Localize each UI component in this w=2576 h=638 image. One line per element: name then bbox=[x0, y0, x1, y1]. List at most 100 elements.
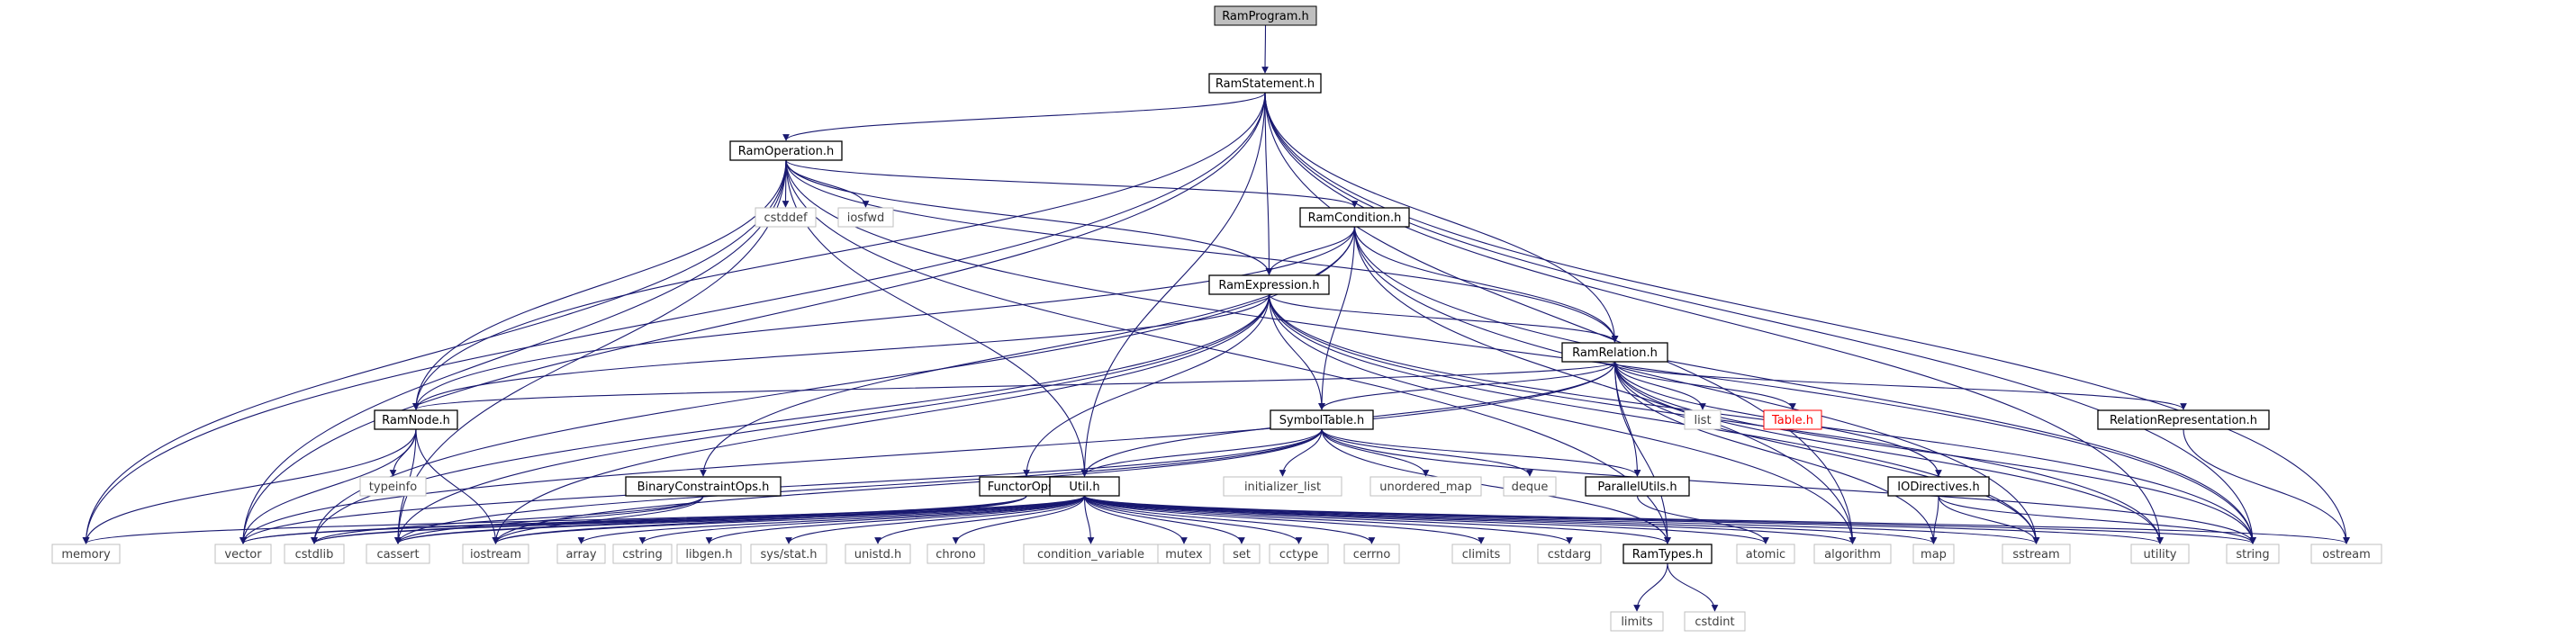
node-symboltable-h[interactable]: SymbolTable.h bbox=[1270, 409, 1374, 430]
edge-ramexpression-to-ramnode bbox=[412, 293, 1270, 410]
edge-ramoperation-to-ramcondition bbox=[785, 159, 1359, 208]
node-iosfwd: iosfwd bbox=[837, 207, 894, 228]
node-box-cstdarg bbox=[1537, 544, 1602, 564]
node-box-climits bbox=[1451, 544, 1511, 564]
node-label-ramexpression-h: RamExpression.h bbox=[1218, 279, 1319, 292]
node-util-h[interactable]: Util.h bbox=[1049, 476, 1120, 497]
node-label-string: string bbox=[2236, 548, 2269, 562]
edge-util-to-cerrno bbox=[1083, 495, 1376, 544]
node-cstring: cstring bbox=[612, 544, 673, 564]
edge-util-to-cstdlib bbox=[311, 495, 1086, 544]
node-box-mutex bbox=[1157, 544, 1211, 564]
nodes-layer: RamProgram.hRamStatement.hRamOperation.h… bbox=[51, 5, 2382, 632]
edge-ramcondition-to-sstream bbox=[1353, 226, 2040, 544]
node-label-atomic: atomic bbox=[1746, 548, 1785, 562]
edge-ramstatement-to-ostream bbox=[1264, 92, 2350, 544]
edge-symboltable-to-iostream bbox=[492, 428, 1323, 544]
node-chrono: chrono bbox=[926, 544, 985, 564]
node-label-ramstatement-h: RamStatement.h bbox=[1216, 77, 1315, 91]
node-label-functorops-h: FunctorOps.h bbox=[988, 481, 1065, 494]
node-box-cstring bbox=[612, 544, 673, 564]
node-condition-variable: condition_variable bbox=[1023, 544, 1159, 564]
node-box-table-h bbox=[1763, 409, 1822, 430]
edge-ramstatement-to-ramnode bbox=[412, 92, 1266, 410]
node-initializer-list: initializer_list bbox=[1223, 476, 1342, 497]
node-label-list: list bbox=[1694, 414, 1711, 427]
edge-symboltable-to-parallelutils bbox=[1321, 428, 1641, 477]
edge-util-to-algorithm bbox=[1083, 495, 1857, 544]
node-box-ramtypes-h bbox=[1622, 544, 1713, 564]
node-label-unordered-map: unordered_map bbox=[1379, 481, 1472, 494]
node-cstdarg: cstdarg bbox=[1537, 544, 1602, 564]
node-label-cstddef: cstddef bbox=[764, 211, 808, 225]
node-label-cerrno: cerrno bbox=[1353, 548, 1391, 562]
edge-ramrelation-to-ramnode bbox=[412, 361, 1616, 410]
node-label-deque: deque bbox=[1512, 481, 1549, 494]
node-box-initializer-list bbox=[1223, 476, 1342, 497]
node-label-cctype: cctype bbox=[1279, 548, 1318, 562]
node-mutex: mutex bbox=[1157, 544, 1211, 564]
node-ramnode-h[interactable]: RamNode.h bbox=[374, 409, 458, 430]
node-set: set bbox=[1223, 544, 1261, 564]
edge-ramexpression-to-functorops bbox=[1023, 293, 1270, 477]
edge-ramcondition-to-symboltable bbox=[1318, 226, 1356, 410]
edge-ramprogram-to-ramstatement bbox=[1261, 24, 1269, 74]
edge-util-to-vector bbox=[240, 495, 1086, 544]
edge-ramexpression-to-cassert bbox=[394, 293, 1270, 544]
edge-util-to-atomic bbox=[1083, 495, 1769, 544]
node-box-map bbox=[1912, 544, 1955, 564]
node-box-ostream bbox=[2310, 544, 2382, 564]
edge-iodirectives-to-string bbox=[1938, 495, 2256, 544]
edge-util-to-condition-variable bbox=[1083, 495, 1095, 544]
edge-ramstatement-to-algorithm bbox=[1264, 92, 1857, 544]
edge-ramoperation-to-string bbox=[785, 159, 2256, 544]
node-unordered-map: unordered_map bbox=[1369, 476, 1482, 497]
edge-ramrelation-to-ramtypes bbox=[1613, 361, 1671, 544]
node-box-atomic bbox=[1736, 544, 1795, 564]
edge-util-to-libgen bbox=[705, 495, 1086, 544]
edge-ramstatement-to-ramrelation bbox=[1264, 92, 1619, 343]
node-label-ramtypes-h: RamTypes.h bbox=[1632, 548, 1703, 562]
node-box-cstdint bbox=[1684, 611, 1746, 632]
node-box-relationrepresentation-h bbox=[2097, 409, 2270, 430]
node-label-binaryconstraintops-h: BinaryConstraintOps.h bbox=[637, 481, 770, 494]
node-label-iodirectives-h: IODirectives.h bbox=[1897, 481, 1979, 494]
node-unistd-h: unistd.h bbox=[845, 544, 911, 564]
edge-ramstatement-to-ramexpression bbox=[1264, 92, 1273, 275]
node-parallelutils-h[interactable]: ParallelUtils.h bbox=[1585, 476, 1690, 497]
node-ramoperation-h[interactable]: RamOperation.h bbox=[729, 140, 843, 161]
node-ramexpression-h[interactable]: RamExpression.h bbox=[1208, 274, 1330, 295]
node-binaryconstraintops-h[interactable]: BinaryConstraintOps.h bbox=[625, 476, 782, 497]
edge-ramstatement-to-vector bbox=[240, 92, 1266, 544]
node-ostream: ostream bbox=[2310, 544, 2382, 564]
node-box-sstream bbox=[2002, 544, 2071, 564]
node-box-parallelutils-h bbox=[1585, 476, 1690, 497]
node-label-util-h: Util.h bbox=[1069, 481, 1099, 494]
edge-iodirectives-to-map bbox=[1930, 495, 1939, 544]
node-box-iostream bbox=[462, 544, 529, 564]
edge-ramexpression-to-ramrelation bbox=[1268, 293, 1619, 343]
node-cassert: cassert bbox=[366, 544, 430, 564]
node-ramprogram-h: RamProgram.h bbox=[1214, 5, 1317, 26]
edge-ramstatement-to-memory bbox=[82, 92, 1266, 544]
edge-util-to-unistd bbox=[874, 495, 1086, 544]
edge-symboltable-to-vector bbox=[240, 428, 1323, 544]
node-label-chrono: chrono bbox=[935, 548, 976, 562]
node-iodirectives-h[interactable]: IODirectives.h bbox=[1887, 476, 1990, 497]
node-label-unistd-h: unistd.h bbox=[854, 548, 902, 562]
node-libgen-h: libgen.h bbox=[676, 544, 742, 564]
node-relationrepresentation-h[interactable]: RelationRepresentation.h bbox=[2097, 409, 2270, 430]
node-ramcondition-h[interactable]: RamCondition.h bbox=[1299, 207, 1410, 228]
edge-ramoperation-to-cassert bbox=[394, 159, 787, 544]
edge-symboltable-to-string bbox=[1321, 428, 2256, 544]
node-ramstatement-h[interactable]: RamStatement.h bbox=[1208, 73, 1322, 94]
node-ramtypes-h[interactable]: RamTypes.h bbox=[1622, 544, 1713, 564]
node-sys-stat-h: sys/stat.h bbox=[750, 544, 827, 564]
node-box-cstddef bbox=[755, 207, 817, 228]
edge-ramexpression-to-iostream bbox=[492, 293, 1270, 544]
node-label-symboltable-h: SymbolTable.h bbox=[1279, 414, 1364, 427]
node-ramrelation-h[interactable]: RamRelation.h bbox=[1561, 342, 1668, 363]
edge-relationrepresentation-to-ostream bbox=[2183, 428, 2350, 544]
node-box-memory bbox=[51, 544, 121, 564]
edge-ramcondition-to-ramnode bbox=[412, 226, 1356, 410]
